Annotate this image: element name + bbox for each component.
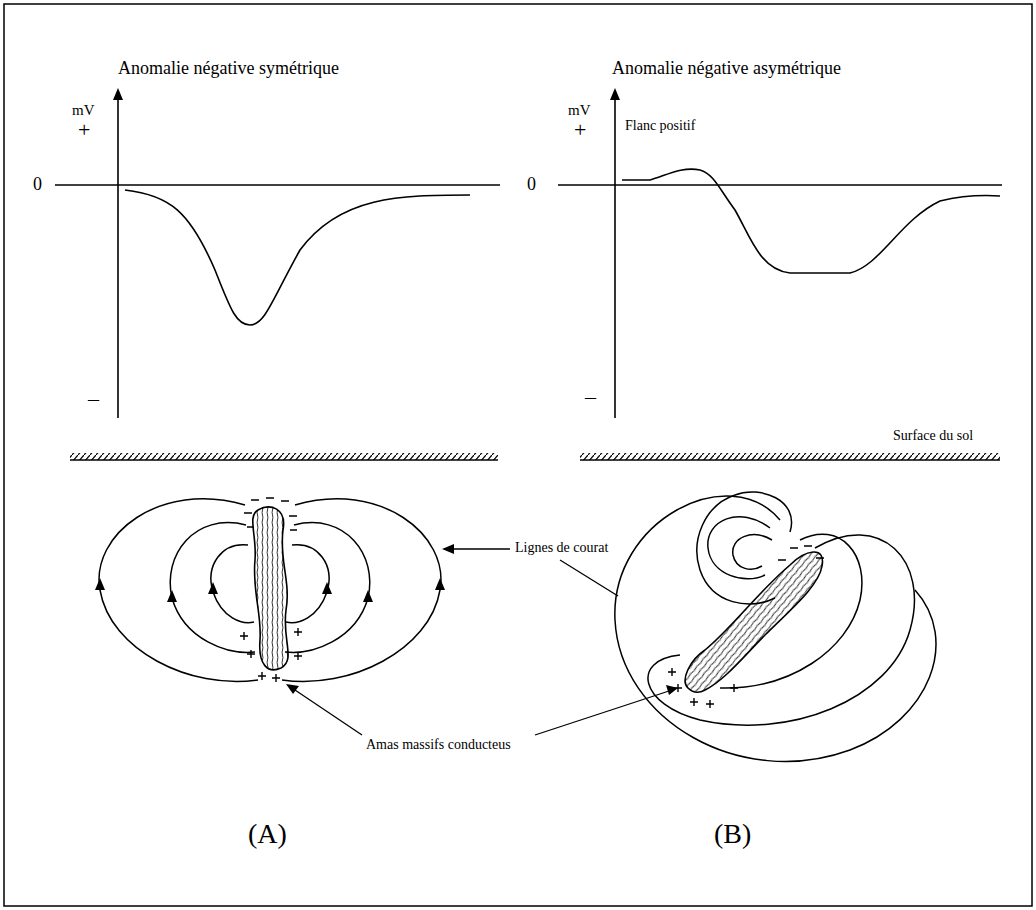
panel-letter: (B)	[714, 818, 751, 850]
frame	[4, 4, 1032, 906]
chart-title: Anomalie négative symétrique	[118, 58, 339, 79]
ore-body	[685, 552, 822, 692]
anomaly-curve	[622, 169, 1000, 273]
axis-unit: mV	[72, 102, 95, 119]
charge-signs	[240, 498, 302, 682]
axis-unit: mV	[568, 102, 591, 119]
leader-lines	[292, 549, 672, 735]
ore-body	[253, 507, 288, 670]
panel-letter: (A)	[248, 818, 287, 850]
axis-sign: +	[78, 117, 90, 142]
axis-zero: 0	[33, 174, 42, 195]
axis-zero: 0	[527, 174, 536, 195]
curve-note: Flanc positif	[625, 118, 695, 134]
axes-b	[558, 96, 1002, 418]
axis-sign: –	[585, 384, 596, 409]
axis-sign: –	[88, 386, 99, 411]
axis-arrow	[113, 88, 123, 100]
ground-hatch	[580, 453, 1000, 460]
axis-arrow	[610, 88, 620, 100]
charge-signs	[668, 546, 824, 708]
current-lines-a	[99, 499, 441, 682]
anomaly-curve	[125, 190, 470, 325]
callout-label: Lignes de courat	[515, 540, 608, 556]
ground-hatch	[70, 453, 498, 460]
callout-label: Amas massifs conducteus	[366, 737, 511, 753]
chart-title: Anomalie négative asymétrique	[612, 58, 841, 79]
leader-arrows	[286, 544, 678, 695]
axis-sign: +	[574, 117, 586, 142]
axes-a	[55, 96, 500, 418]
current-lines-b	[615, 492, 936, 762]
ground-label: Surface du sol	[893, 428, 973, 444]
ground-line	[70, 459, 498, 461]
ground-line	[580, 459, 1000, 461]
